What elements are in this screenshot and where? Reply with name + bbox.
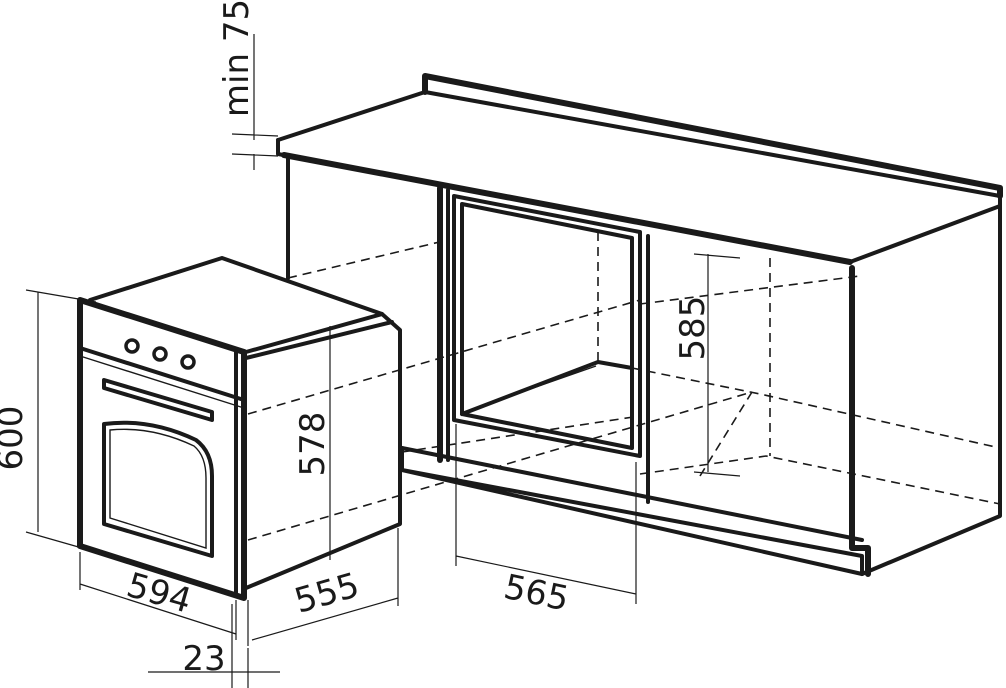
oven-front-frame <box>77 297 247 601</box>
oven-knobs <box>124 338 196 370</box>
label-front-offset: 23 <box>182 639 225 679</box>
countertop-backsplash <box>422 73 1003 199</box>
dimension-labels: 600 594 555 23 578 565 585 min 75 <box>0 0 713 679</box>
kitchen-cabinet <box>276 73 1003 577</box>
niche-floor-edge <box>469 365 597 411</box>
knob-3-icon <box>180 354 196 370</box>
label-oven-depth: 555 <box>290 565 363 621</box>
oven-handle <box>102 378 214 422</box>
countertop-top-face <box>276 90 1002 198</box>
niche-floor <box>460 360 634 416</box>
niche-frame <box>452 194 642 458</box>
niche-inner-frame <box>460 202 634 450</box>
hidden-lines <box>247 232 1001 541</box>
label-niche-width: 565 <box>500 567 572 620</box>
label-oven-inner-height: 578 <box>293 412 333 477</box>
cabinet-bottom-front <box>400 446 864 542</box>
label-niche-height: 585 <box>673 296 713 361</box>
oven-control-panel-line <box>78 346 246 402</box>
knob-1-icon <box>124 338 140 354</box>
oven-top <box>88 256 384 354</box>
countertop-front-lip <box>281 152 853 265</box>
oven-door-window-inner <box>109 428 207 549</box>
cabinet-right-door <box>849 265 871 577</box>
label-oven-height: 600 <box>0 406 31 471</box>
oven <box>77 256 402 601</box>
oven-door-window <box>102 420 214 558</box>
label-oven-width: 594 <box>122 565 195 621</box>
oven-control-panel-line-2 <box>79 355 245 409</box>
cabinet-right-side <box>860 204 1002 576</box>
label-min-clearance: min 75 <box>217 0 257 117</box>
knob-2-icon <box>152 346 168 362</box>
dimension-lines <box>25 34 741 688</box>
oven-side-top-edge <box>244 320 394 360</box>
cabinet-plinth <box>400 446 864 576</box>
